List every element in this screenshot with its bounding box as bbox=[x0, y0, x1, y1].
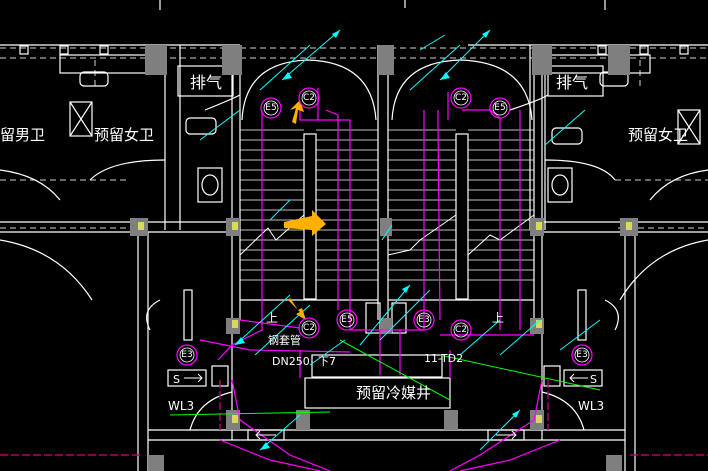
arrow-icon bbox=[290, 100, 304, 124]
label-steel-casing: 钢套管 bbox=[268, 333, 301, 347]
symbol-e5-top-left: E5 bbox=[265, 103, 276, 113]
label-elevation-left: 下7 bbox=[318, 355, 336, 368]
label-dn250: DN250 bbox=[272, 355, 310, 368]
label-up-left: 上 bbox=[266, 311, 278, 325]
stair-treads-right bbox=[388, 129, 534, 281]
indicator-arrows bbox=[284, 100, 326, 320]
symbol-e3-left: E3 bbox=[181, 350, 192, 360]
pipes bbox=[199, 88, 561, 471]
symbol-e5-bottom-mid: E5 bbox=[341, 315, 352, 325]
symbol-c2-bottom-right: C2 bbox=[455, 325, 467, 335]
label-elevation-right: 11-TD2 bbox=[424, 352, 463, 365]
pipe-symbols-inner bbox=[179, 90, 590, 363]
label-up-right: 上 bbox=[492, 311, 504, 325]
symbol-c2-top-left: C2 bbox=[303, 93, 315, 103]
label-womens-restroom-right: 预留女卫 bbox=[628, 126, 688, 144]
label-exhaust-right: 排气 bbox=[556, 73, 588, 92]
dimension-ticks bbox=[235, 30, 520, 450]
label-mens-restroom: 留男卫 bbox=[0, 126, 45, 144]
symbol-e3-bottom-mid: E3 bbox=[418, 315, 429, 325]
green-lines bbox=[169, 339, 601, 416]
stair-treads-left bbox=[240, 129, 378, 281]
column-markers bbox=[138, 222, 632, 423]
pipes-dashed bbox=[0, 380, 708, 456]
symbol-c2-top-right: C2 bbox=[455, 93, 467, 103]
label-wl3-right: WL3 bbox=[578, 399, 604, 413]
arrow-icon bbox=[284, 210, 326, 236]
dimension-lines bbox=[199, 29, 601, 451]
symbol-e5-top-right: E5 bbox=[494, 103, 505, 113]
label-cooling-shaft: 预留冷媒井 bbox=[356, 384, 431, 402]
arrow-icon bbox=[288, 298, 306, 320]
symbol-e3-right: E3 bbox=[576, 350, 587, 360]
label-wl3-left: WL3 bbox=[168, 399, 194, 413]
label-womens-restroom-left: 预留女卫 bbox=[94, 126, 154, 144]
pipe-symbols bbox=[176, 87, 593, 366]
label-s-left: S bbox=[173, 373, 180, 386]
label-s-right: S bbox=[590, 373, 597, 386]
flow-arrows bbox=[184, 373, 588, 440]
symbol-c2-bottom-left: C2 bbox=[303, 323, 315, 333]
label-exhaust-left: 排气 bbox=[190, 73, 222, 92]
